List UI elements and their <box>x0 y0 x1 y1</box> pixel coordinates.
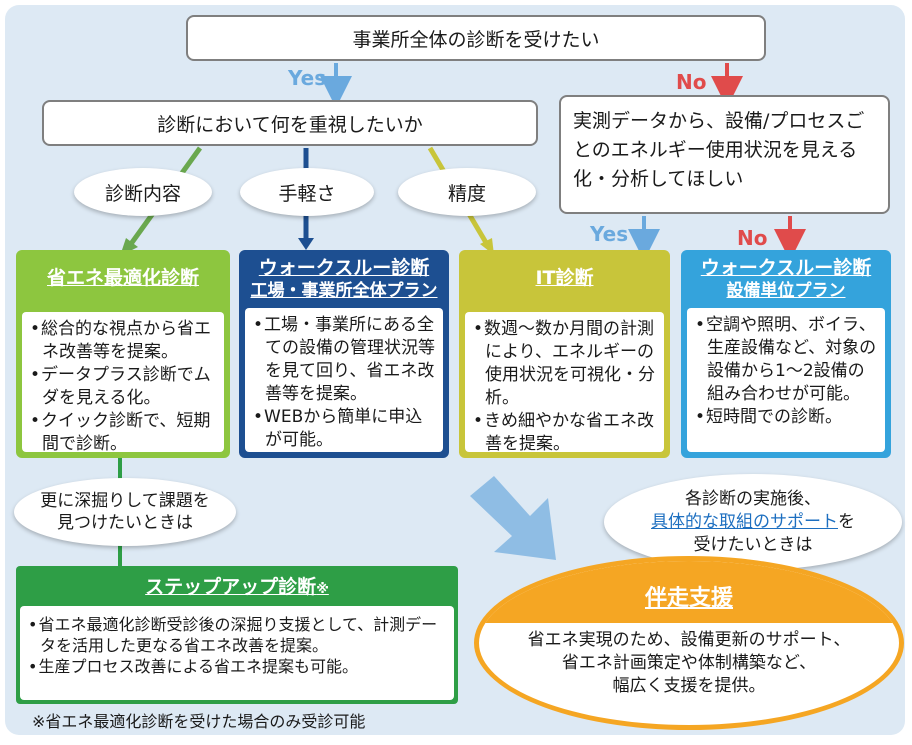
accompany-line: 省エネ実現のため、設備更新のサポート、 <box>527 630 851 650</box>
yes-label-measure: Yes <box>590 222 629 246</box>
card-3-bullet: 数週～数か月間の計測により、エネルギーの使用状況を可視化・分析。 <box>473 318 656 410</box>
accompany-line: 省エネ計画策定や体制構築など、 <box>561 653 817 673</box>
card-2-bullet: 工場・事業所にある全ての設備の管理状況等を見て回り、省エネ改善等を提案。 <box>253 314 435 406</box>
focus-question-text: 診断において何を重視したいか <box>157 113 423 136</box>
accompany-title-band: 伴走支援 <box>479 561 899 623</box>
card-4-bullet: 空調や照明、ボイラ、生産設備など、対象の設備から1～2設備の組み合わせが可能。 <box>695 314 877 406</box>
ellipse-content: 診断内容 <box>74 168 212 216</box>
support-link[interactable]: 具体的な取組のサポート <box>651 511 838 532</box>
step-up-body: 省エネ最適化診断受診後の深掘り支援として、計測データを活用した更なる省エネ改善を… <box>20 606 454 700</box>
card-4-title: ウォークスルー診断 設備単位プラン <box>700 257 872 301</box>
card-2-body: 工場・事業所にある全ての設備の管理状況等を見て回り、省エネ改善等を提案。 WEB… <box>245 308 443 452</box>
card-1-bullet: データプラス診断でムダを見える化。 <box>30 364 216 410</box>
top-question-text: 事業所全体の診断を受けたい <box>352 28 600 51</box>
accompany-title: 伴走支援 <box>644 586 733 611</box>
deep-dive-bubble: 更に深掘りして課題を見つけたいときは <box>14 478 236 546</box>
support-line-1: 各診断の実施後、 <box>685 488 821 509</box>
ellipse-ease: 手軽さ <box>240 168 374 216</box>
card-3-bullet: きめ細やかな省エネ改善を提案。 <box>473 410 656 456</box>
support-line-3: 受けたいときは <box>693 534 813 555</box>
card-2-title: ウォークスルー診断 工場・事業所全体プラン <box>250 257 438 301</box>
support-link-suffix: を <box>838 511 855 532</box>
step-up-bullet: 生産プロセス改善による省エネ提案も可能。 <box>28 656 446 677</box>
card-3-title: IT診断 <box>535 267 594 289</box>
card-walkthrough-equipment[interactable]: ウォークスルー診断 設備単位プラン 空調や照明、ボイラ、生産設備など、対象の設備… <box>681 250 891 458</box>
card-energy-optimization[interactable]: 省エネ最適化診断 総合的な視点から省エネ改善等を提案。 データプラス診断でムダを… <box>16 250 230 458</box>
top-question-box: 事業所全体の診断を受けたい <box>186 15 766 61</box>
card-4-bullet: 短時間での診断。 <box>695 406 877 429</box>
measure-question-text: 実測データから、設備/プロセスごとのエネルギー使用状況を見える化・分析してほしい <box>573 110 865 190</box>
no-label-measure: No <box>737 226 768 250</box>
deep-dive-text: 更に深掘りして課題を見つけたいときは <box>40 491 210 533</box>
support-bubble: 各診断の実施後、 具体的な取組のサポートを 受けたいときは <box>604 474 902 570</box>
card-2-bullet: WEBから簡単に申込が可能。 <box>253 406 435 452</box>
no-label-top: No <box>676 70 707 94</box>
card-4-body: 空調や照明、ボイラ、生産設備など、対象の設備から1～2設備の組み合わせが可能。 … <box>687 308 885 452</box>
ellipse-precision: 精度 <box>398 168 536 216</box>
ellipse-ease-label: 手軽さ <box>278 182 336 205</box>
step-up-bullet: 省エネ最適化診断受診後の深掘り支援として、計測データを活用した更なる省エネ改善を… <box>28 614 446 656</box>
ellipse-content-label: 診断内容 <box>104 182 181 205</box>
card-1-body: 総合的な視点から省エネ改善等を提案。 データプラス診断でムダを見える化。 クイッ… <box>22 312 224 454</box>
card-walkthrough-whole[interactable]: ウォークスルー診断 工場・事業所全体プラン 工場・事業所にある全ての設備の管理状… <box>239 250 449 458</box>
card-3-body: 数週～数か月間の計測により、エネルギーの使用状況を可視化・分析。 きめ細やかな省… <box>465 312 664 454</box>
card-1-title: 省エネ最適化診断 <box>46 267 199 289</box>
step-up-title: ステップアップ診断※ <box>145 576 329 598</box>
footnote: ※省エネ最適化診断を受けた場合のみ受診可能 <box>32 712 366 731</box>
card-it-diagnosis[interactable]: IT診断 数週～数か月間の計測により、エネルギーの使用状況を可視化・分析。 きめ… <box>459 250 670 458</box>
accompany-body: 省エネ実現のため、設備更新のサポート、 省エネ計画策定や体制構築など、 幅広く支… <box>479 629 899 698</box>
ellipse-precision-label: 精度 <box>447 182 486 205</box>
card-step-up[interactable]: ステップアップ診断※ 省エネ最適化診断受診後の深掘り支援として、計測データを活用… <box>16 566 458 704</box>
card-1-bullet: クイック診断で、短期間で診断。 <box>30 410 216 456</box>
step-up-mark: ※ <box>316 582 329 597</box>
accompany-line: 幅広く支援を提供。 <box>612 676 766 696</box>
focus-question-box: 診断において何を重視したいか <box>42 100 538 146</box>
big-blue-arrow <box>470 476 556 560</box>
card-1-bullet: 総合的な視点から省エネ改善等を提案。 <box>30 318 216 364</box>
accompany-support-ellipse[interactable]: 伴走支援 省エネ実現のため、設備更新のサポート、 省エネ計画策定や体制構築など、… <box>474 556 904 730</box>
measure-question-box: 実測データから、設備/プロセスごとのエネルギー使用状況を見える化・分析してほしい <box>559 95 890 214</box>
yes-label-top: Yes <box>288 66 327 90</box>
